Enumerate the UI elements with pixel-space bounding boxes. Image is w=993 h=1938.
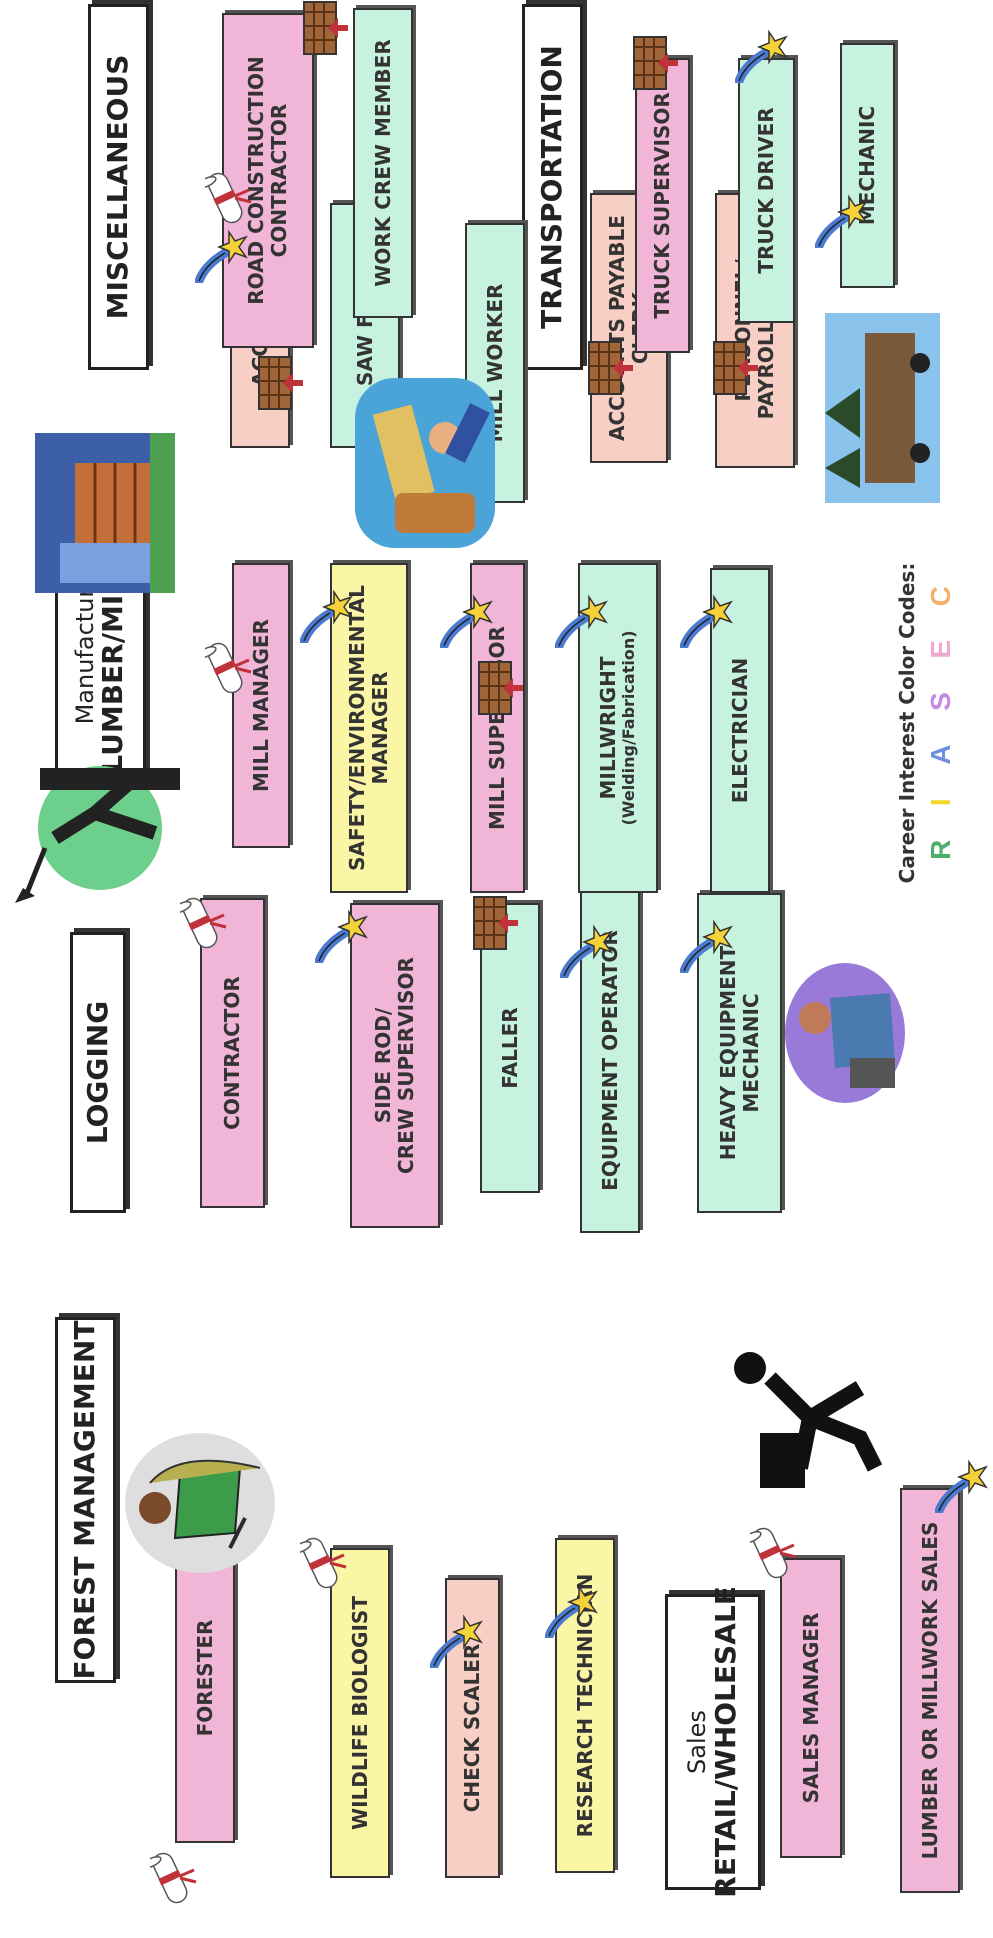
header-transport-line1: TRANSPORTATION — [535, 45, 569, 329]
diploma-icon — [750, 1523, 798, 1583]
apprenticeship-icon — [478, 661, 524, 715]
legend-code-a: A — [925, 744, 956, 765]
career-wildlife-biologist-label: WILDLIFE BIOLOGIST — [347, 1596, 372, 1830]
diploma-icon — [300, 1533, 348, 1593]
apprenticeship-icon — [713, 341, 759, 395]
career-check-scaler-label: CHECK SCALER — [460, 1643, 484, 1813]
header-logging: LOGGING — [70, 932, 126, 1213]
career-side-rod-line1: SIDE ROD/ — [371, 1007, 395, 1124]
header-sales: Sales RETAIL/WHOLESALE — [665, 1586, 761, 1898]
career-faller-label: FALLER — [497, 1007, 522, 1089]
header-miscellaneous: MISCELLANEOUS — [88, 4, 149, 370]
career-sales-manager-label: SALES MANAGER — [798, 1612, 823, 1804]
legend-code-r: R — [925, 839, 956, 860]
header-misc-line1: MISCELLANEOUS — [101, 54, 135, 320]
career-road-construction-line2: CONTRACTOR — [267, 103, 291, 258]
header-transportation: TRANSPORTATION — [522, 4, 583, 370]
career-accounts-payable-line1: ACCOUNTS PAYABLE — [605, 215, 629, 441]
legend-code-s: S — [925, 692, 956, 711]
mechanic-figure-icon — [785, 963, 905, 1103]
diploma-icon — [205, 638, 253, 698]
career-truck-supervisor: TRUCK SUPERVISOR — [635, 58, 690, 353]
color-code-legend: Career Interest Color Codes: R I A S E C — [895, 508, 957, 938]
legend-code-i: I — [925, 798, 956, 807]
forester-figure — [125, 1433, 275, 1573]
shooting-star-icon — [300, 588, 355, 643]
career-mechanic: MECHANIC — [840, 43, 895, 288]
apprenticeship-icon — [633, 36, 679, 90]
shooting-star-icon — [315, 908, 370, 963]
shooting-star-icon — [735, 28, 790, 83]
logger-with-axe-icon — [15, 766, 180, 903]
career-millwright-line2: (Welding/Fabrication) — [619, 630, 639, 826]
career-electrician-label: ELECTRICIAN — [727, 657, 752, 804]
career-heavy-mechanic-line2: MECHANIC — [738, 993, 763, 1113]
header-forest-management: FOREST MANAGEMENT — [55, 1317, 116, 1683]
legend-code-e: E — [925, 639, 956, 659]
salesman-silhouette-icon — [734, 1352, 883, 1488]
legend-code-c: C — [925, 586, 956, 607]
career-truck-supervisor-label: TRUCK SUPERVISOR — [650, 92, 674, 319]
shooting-star-icon — [545, 1583, 600, 1638]
diploma-icon — [205, 168, 253, 228]
mill-worker-icon — [355, 378, 495, 548]
apprenticeship-icon — [303, 1, 349, 55]
shooting-star-icon — [680, 918, 735, 973]
career-heavy-mechanic-line1: HEAVY EQUIPMENT — [715, 945, 740, 1161]
career-sales-manager: SALES MANAGER — [780, 1558, 842, 1858]
diploma-icon — [180, 893, 228, 953]
career-truck-driver: TRUCK DRIVER — [738, 58, 795, 323]
header-sales-line2: RETAIL/WHOLESALE — [708, 1586, 742, 1898]
shooting-star-icon — [815, 193, 870, 248]
career-forester-label: FORESTER — [192, 1619, 217, 1737]
shooting-star-icon — [440, 593, 495, 648]
career-mill-manager: MILL MANAGER — [232, 563, 290, 848]
lumber-stack-icon — [35, 433, 175, 593]
shooting-star-icon — [195, 228, 250, 283]
career-wildlife-biologist: WILDLIFE BIOLOGIST — [330, 1548, 390, 1878]
career-contractor-label: CONTRACTOR — [220, 976, 244, 1130]
career-side-rod-line2: CREW SUPERVISOR — [394, 957, 418, 1174]
career-millwright-line1: MILLWRIGHT — [596, 656, 621, 800]
career-lumber-sales-label: LUMBER OR MILLWORK SALES — [917, 1521, 942, 1860]
log-truck-icon — [825, 313, 940, 503]
legend-codes: R I A S E C — [925, 508, 957, 938]
career-work-crew: WORK CREW MEMBER — [353, 8, 413, 318]
career-work-crew-label: WORK CREW MEMBER — [370, 39, 395, 287]
shooting-star-icon — [680, 593, 735, 648]
apprenticeship-icon — [588, 341, 634, 395]
shooting-star-icon — [560, 923, 615, 978]
shooting-star-icon — [935, 1458, 990, 1513]
career-truck-driver-label: TRUCK DRIVER — [754, 107, 778, 274]
apprenticeship-icon — [258, 356, 304, 410]
header-forest-line1: FOREST MANAGEMENT — [68, 1320, 102, 1680]
career-lumber-sales: LUMBER OR MILLWORK SALES — [900, 1488, 960, 1893]
diploma-icon — [150, 1848, 198, 1908]
legend-title: Career Interest Color Codes: — [895, 562, 919, 884]
shooting-star-icon — [430, 1613, 485, 1668]
career-mill-supervisor-label: MILL SUPERVISOR — [485, 626, 509, 830]
header-logging-line1: LOGGING — [80, 1000, 114, 1145]
career-safety-manager-line2: MANAGER — [368, 671, 392, 785]
apprenticeship-icon — [473, 896, 519, 950]
shooting-star-icon — [555, 593, 610, 648]
header-sales-line1: Sales — [683, 1710, 712, 1774]
